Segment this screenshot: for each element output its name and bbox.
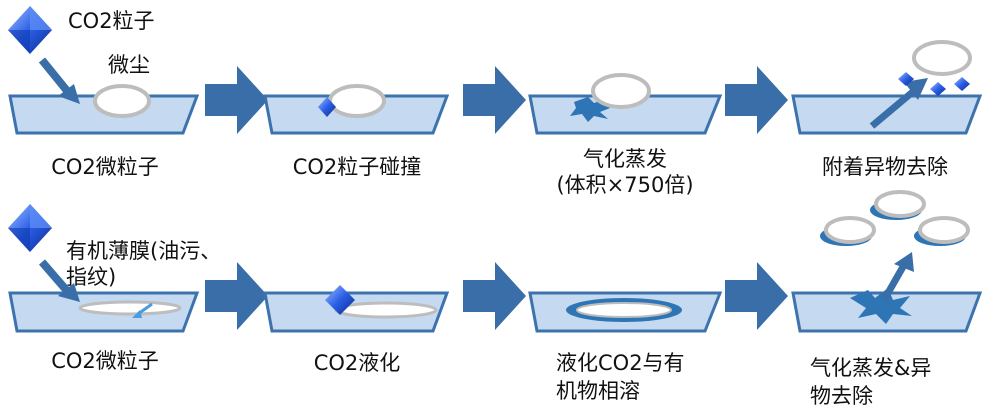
splash-spot xyxy=(850,288,912,324)
floating-film-flake xyxy=(820,216,876,246)
process-arrow-icon xyxy=(463,66,526,134)
row2-step4-label-line2: 物去除 xyxy=(810,384,873,408)
row1-step2-label: CO2粒子碰撞 xyxy=(292,155,422,179)
dust-particle xyxy=(328,84,386,118)
co2-particle-icon xyxy=(325,285,355,315)
legend-co2-particle-label: CO2粒子 xyxy=(68,9,155,33)
process-arrow-icon xyxy=(205,66,268,134)
co2-particle-icon xyxy=(930,82,946,96)
co2-particle-icon xyxy=(318,97,336,117)
co2-particle-icon xyxy=(898,72,914,86)
row1-step3-label-line2: (体积×750倍) xyxy=(556,173,694,197)
floating-film-flake xyxy=(870,190,926,220)
row1-step1-label: CO2微粒子 xyxy=(51,155,159,179)
small-impact-arrow-icon xyxy=(132,302,153,318)
process-arrow-icon xyxy=(725,262,788,330)
legend-dust-label: 微尘 xyxy=(108,53,150,77)
co2-particle-icon xyxy=(954,77,970,91)
legend-film-label-line1: 有机薄膜(油污、 xyxy=(66,239,222,263)
co2-particle-icon xyxy=(8,204,52,252)
row2-step4-label-line1: 气化蒸发&异 xyxy=(810,356,932,380)
organic-film xyxy=(334,301,438,319)
process-arrow-icon xyxy=(725,66,788,134)
organic-film xyxy=(78,300,182,316)
process-arrow-icon xyxy=(463,262,526,330)
organic-film xyxy=(576,302,672,318)
dust-particle xyxy=(591,73,651,109)
rebound-arrow-icon xyxy=(869,78,928,129)
process-arrow-icon xyxy=(205,262,268,330)
floating-film-flake xyxy=(914,216,970,246)
dust-particle xyxy=(912,40,972,76)
row2-step3-label-line2: 机物相溶 xyxy=(556,379,640,403)
co2-particle-icon xyxy=(8,6,52,54)
rebound-arrow-icon xyxy=(880,252,914,302)
legend-film-label-line2: 指纹) xyxy=(66,265,117,289)
dust-particle xyxy=(93,84,151,118)
row1-step3-label-line1: 气化蒸发 xyxy=(583,147,667,171)
row2-step3-label-line1: 液化CO2与有 xyxy=(556,351,685,375)
row2-step2-label: CO2液化 xyxy=(313,351,401,375)
row1-step4-label: 附着异物去除 xyxy=(822,155,948,179)
row2-step1-label: CO2微粒子 xyxy=(51,349,159,373)
trajectory-arrow-icon xyxy=(38,259,80,302)
trajectory-arrow-icon xyxy=(38,57,80,104)
